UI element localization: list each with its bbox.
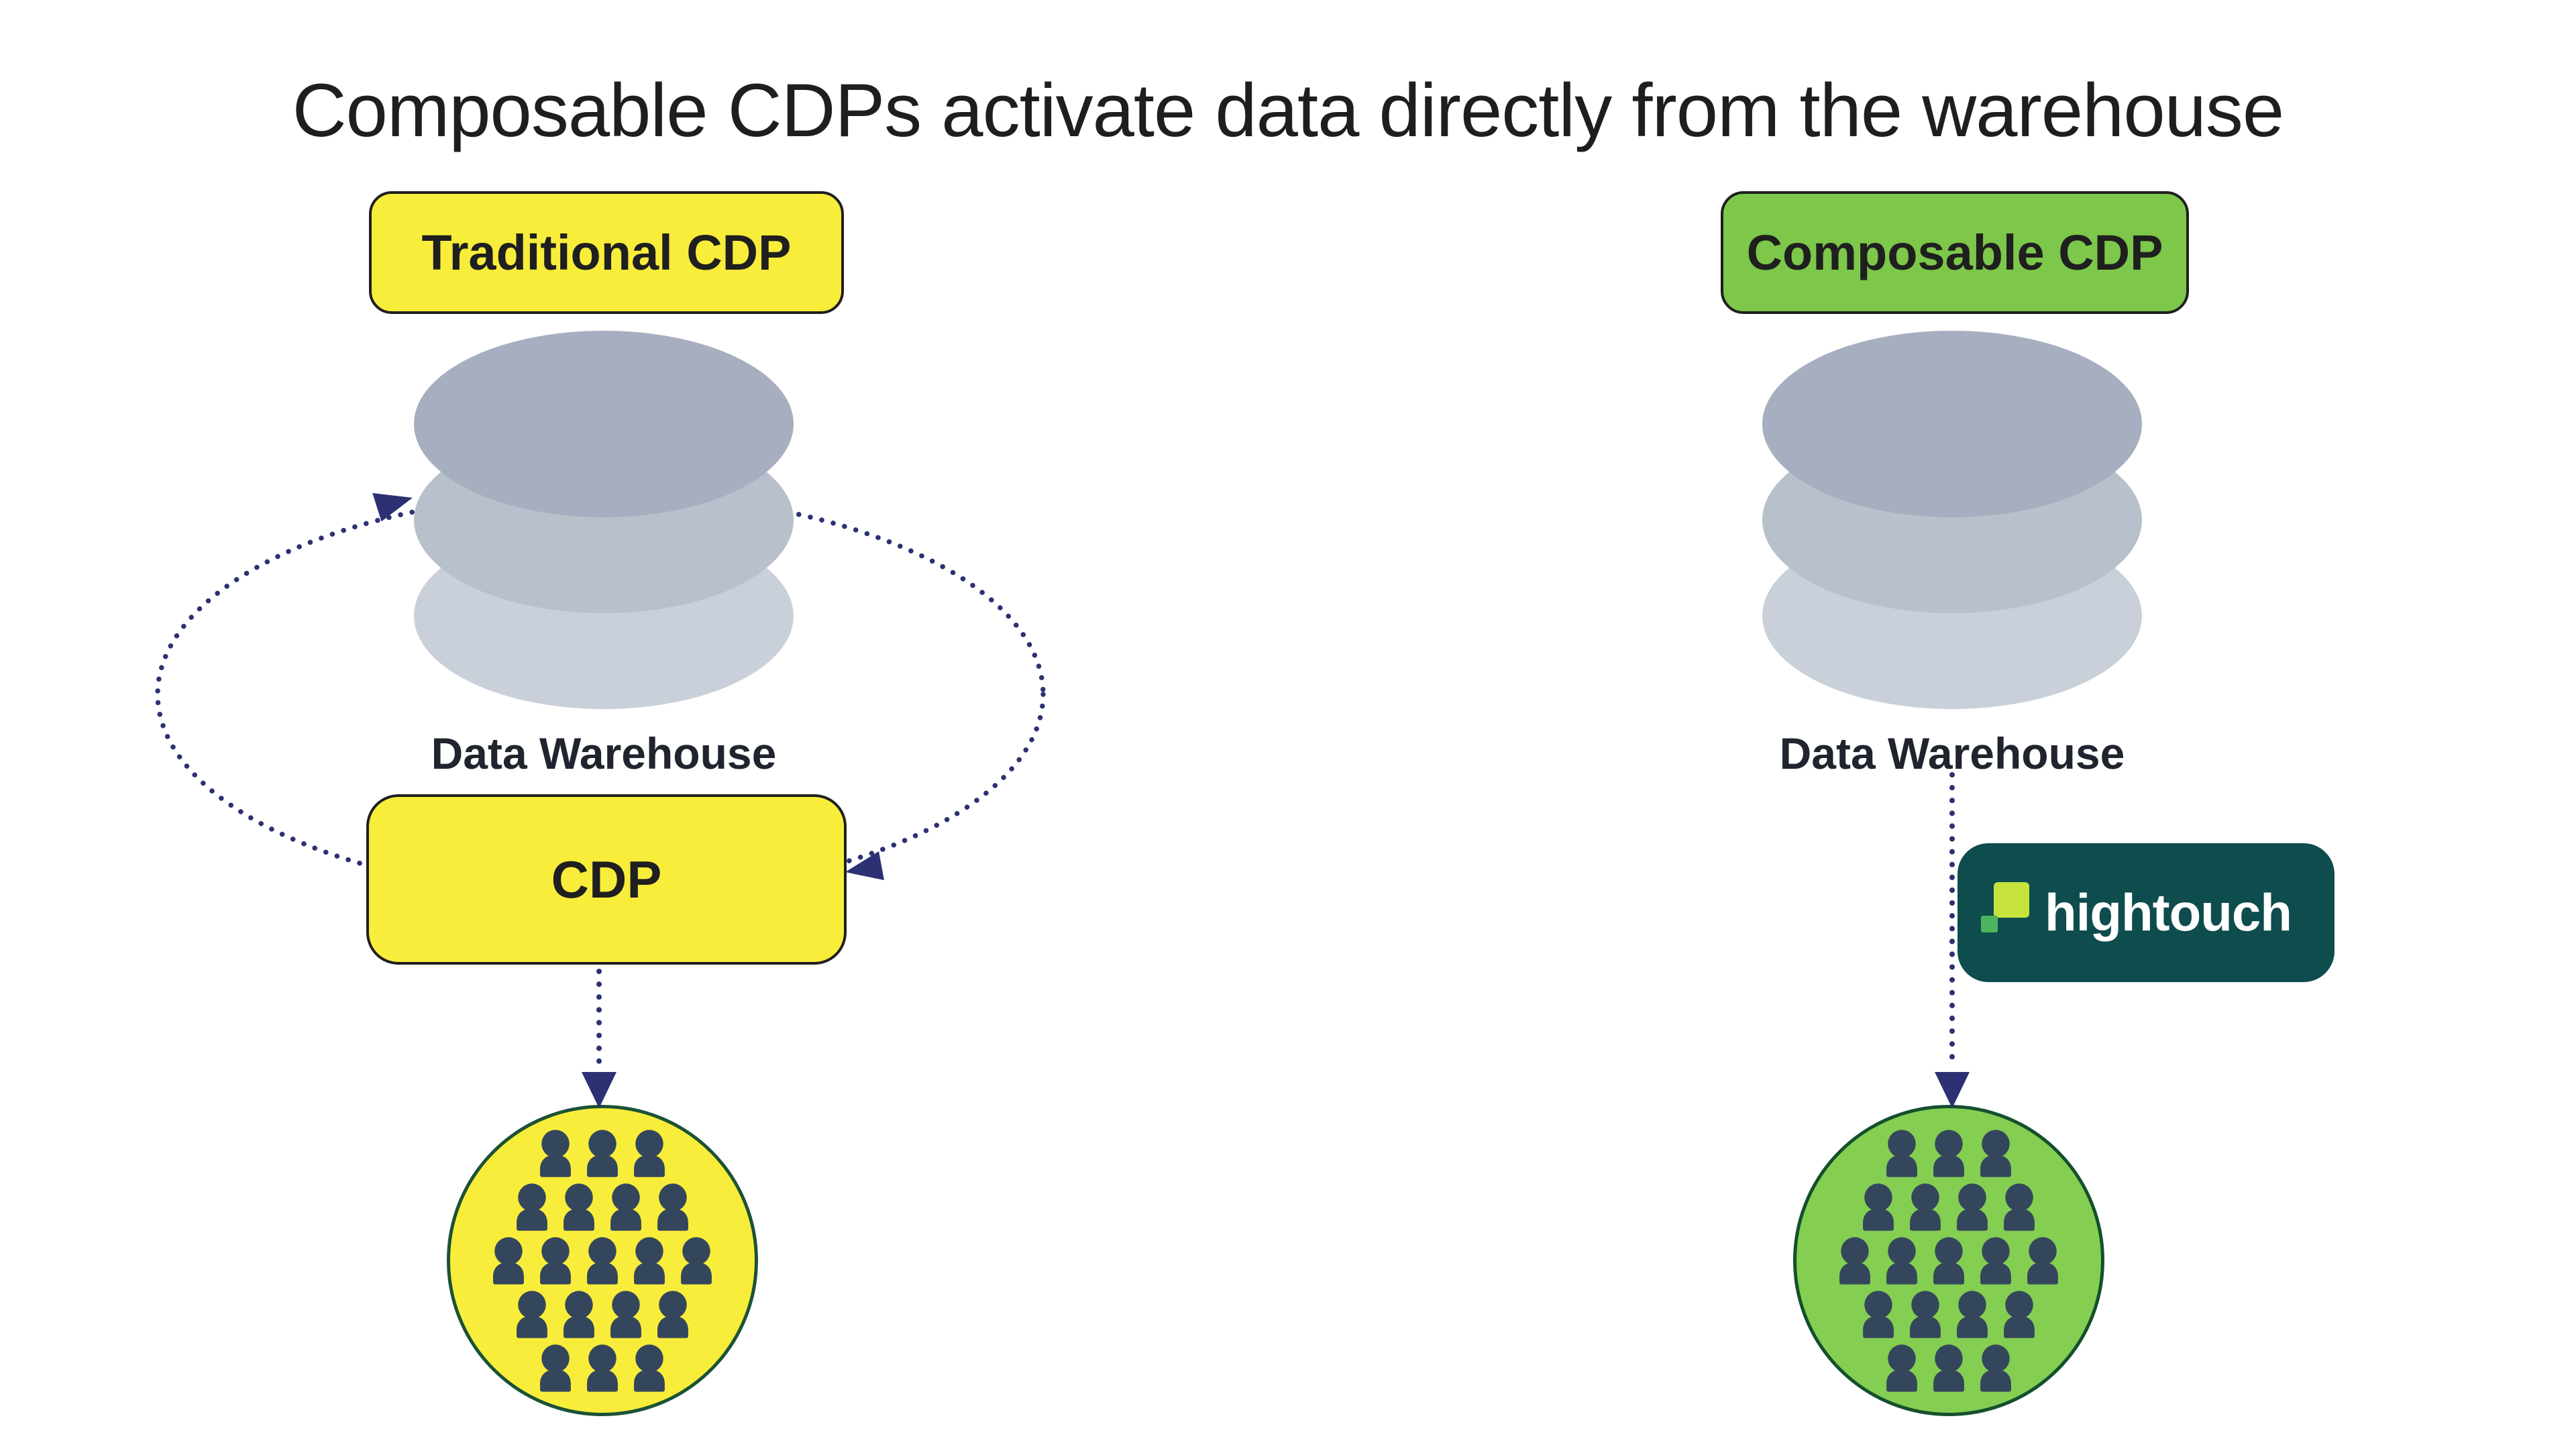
person-icon — [1886, 1344, 1917, 1392]
person-icon — [657, 1183, 688, 1231]
audience-circle-right — [1793, 1105, 2104, 1416]
person-icon — [587, 1344, 618, 1392]
audience-row — [1858, 1183, 2040, 1231]
person-icon — [610, 1183, 641, 1231]
data-warehouse-label-left: Data Warehouse — [431, 729, 777, 778]
hightouch-logo-mark-big-square-icon — [1994, 882, 2029, 918]
person-icon — [2027, 1237, 2058, 1285]
loop-arrowhead-into-cdp — [845, 851, 884, 880]
person-icon — [681, 1237, 712, 1285]
page-title: Composable CDPs activate data directly f… — [292, 68, 2284, 152]
composable-cdp-badge-label: Composable CDP — [1746, 225, 2163, 280]
audience-row — [1834, 1236, 2063, 1285]
hightouch-logo-text: hightouch — [2045, 883, 2292, 942]
hightouch-logo-mark-small-square-icon — [1981, 916, 1998, 932]
person-icon — [657, 1291, 688, 1338]
audience-row — [488, 1236, 717, 1285]
audience-row — [1858, 1290, 2040, 1338]
person-icon — [540, 1130, 571, 1177]
person-icon — [1863, 1183, 1894, 1231]
person-icon — [610, 1291, 641, 1338]
person-icon — [1839, 1237, 1870, 1285]
loop-arrowhead-into-warehouse — [372, 493, 413, 522]
person-icon — [1886, 1130, 1917, 1177]
person-icon — [634, 1344, 665, 1392]
cdp-box-label: CDP — [551, 849, 662, 909]
cdp-box: CDP — [366, 794, 847, 965]
person-icon — [1957, 1291, 1988, 1338]
database-ellipse-top — [414, 331, 794, 517]
hightouch-logo: hightouch — [1957, 843, 2334, 982]
person-icon — [493, 1237, 524, 1285]
person-icon — [1863, 1291, 1894, 1338]
person-icon — [634, 1237, 665, 1285]
person-icon — [634, 1130, 665, 1177]
audience-row — [511, 1290, 694, 1338]
person-icon — [587, 1237, 618, 1285]
person-icon — [1980, 1130, 2011, 1177]
traditional-cdp-badge: Traditional CDP — [369, 191, 844, 314]
person-icon — [564, 1183, 594, 1231]
person-icon — [540, 1237, 571, 1285]
data-warehouse-label-right: Data Warehouse — [1779, 729, 2125, 778]
person-icon — [1910, 1291, 1941, 1338]
person-icon — [1910, 1183, 1941, 1231]
traditional-cdp-badge-label: Traditional CDP — [421, 225, 792, 280]
audience-circle-left — [447, 1105, 758, 1416]
person-icon — [587, 1130, 618, 1177]
person-icon — [540, 1344, 571, 1392]
audience-row — [535, 1129, 670, 1177]
person-icon — [2004, 1291, 2035, 1338]
audience-row — [1881, 1129, 2017, 1177]
person-icon — [1886, 1237, 1917, 1285]
person-icon — [1933, 1237, 1964, 1285]
audience-row — [535, 1344, 670, 1392]
composable-cdp-badge: Composable CDP — [1721, 191, 2189, 314]
person-icon — [1980, 1344, 2011, 1392]
database-ellipse-top — [1762, 331, 2142, 517]
person-icon — [564, 1291, 594, 1338]
person-icon — [1980, 1237, 2011, 1285]
person-icon — [1957, 1183, 1988, 1231]
audience-row — [1881, 1344, 2017, 1392]
arrowhead-into-audience-right — [1935, 1072, 1970, 1108]
person-icon — [1933, 1344, 1964, 1392]
audience-row — [511, 1183, 694, 1231]
database-stack-icon — [414, 331, 794, 709]
arrowhead-into-audience-left — [582, 1072, 616, 1108]
person-icon — [517, 1291, 547, 1338]
person-icon — [2004, 1183, 2035, 1231]
person-icon — [1933, 1130, 1964, 1177]
database-stack-icon — [1762, 331, 2142, 709]
person-icon — [517, 1183, 547, 1231]
